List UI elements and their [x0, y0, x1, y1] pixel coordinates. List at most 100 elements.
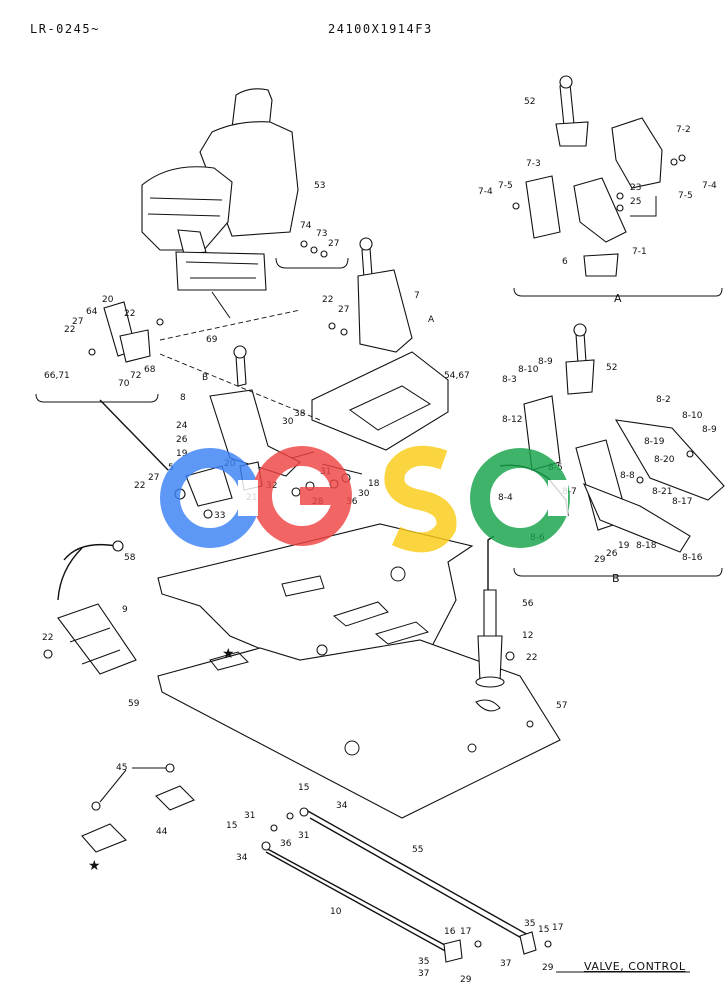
callout: 7-4: [478, 187, 493, 197]
callout: 35: [418, 957, 429, 967]
group-a-label: A: [614, 292, 622, 305]
plates-44-45: [81, 763, 195, 853]
rods: [261, 807, 690, 973]
callout: 22: [526, 653, 537, 663]
callout: 29: [460, 975, 472, 985]
callout: 7-2: [676, 125, 691, 135]
watermark-letter-s: [384, 445, 457, 553]
detail-b: [499, 323, 725, 577]
callout: 27: [148, 473, 159, 483]
callout: 34: [236, 853, 248, 863]
callout: 26: [606, 549, 618, 559]
callout: 8-18: [636, 541, 657, 551]
callout: 19: [618, 541, 630, 551]
callout: 36: [280, 839, 292, 849]
callout: 30: [282, 417, 294, 427]
callout: 52: [606, 363, 617, 373]
callout: 8-12: [502, 415, 522, 425]
callout: 35: [524, 919, 535, 929]
watermark-c2-gap: [548, 480, 568, 516]
header-left-code: LR-0245~: [30, 22, 100, 36]
callout: 22: [42, 633, 53, 643]
callout: 37: [500, 959, 511, 969]
callout: A: [428, 315, 435, 325]
callout: 64: [86, 307, 98, 317]
callout: 36: [346, 497, 358, 507]
footer-title: VALVE, CONTROL: [584, 960, 686, 973]
watermark-logo: [160, 445, 570, 553]
callout: 19: [176, 449, 188, 459]
callout: 22: [322, 295, 333, 305]
callout: 22: [124, 309, 135, 319]
callout: 73: [316, 229, 327, 239]
callout: 9: [122, 605, 128, 615]
callout: 45: [116, 763, 127, 773]
star-marker: ★: [88, 858, 101, 874]
callout: 57: [556, 701, 567, 711]
drawing-number: 24100X1914F3: [328, 22, 433, 36]
callout: 15: [226, 821, 237, 831]
callout: 27: [328, 239, 339, 249]
callout: 10: [330, 907, 342, 917]
callout: 52: [524, 97, 535, 107]
callout: 16: [444, 927, 456, 937]
callout: 7-5: [678, 191, 693, 201]
callout: 29: [542, 963, 554, 973]
callout: 58: [124, 553, 136, 563]
callout: 33: [214, 511, 225, 521]
callout: 56: [522, 599, 534, 609]
callout: 12: [522, 631, 533, 641]
callout: 66,71: [44, 371, 70, 381]
callout: 68: [144, 365, 156, 375]
callout: 8-2: [656, 395, 671, 405]
callout: 74: [300, 221, 312, 231]
callout: 25: [630, 197, 641, 207]
callout: 8-8: [620, 471, 635, 481]
callout: 7-3: [526, 159, 541, 169]
callout: 53: [314, 181, 325, 191]
callout: 17: [552, 923, 563, 933]
lock-assembly: [35, 301, 169, 471]
star-marker: ★: [222, 646, 235, 662]
callout: 15: [538, 925, 549, 935]
callout: 8-16: [682, 553, 703, 563]
operator-seat: [141, 88, 299, 319]
callout: 6: [562, 257, 568, 267]
callout: 8: [180, 393, 186, 403]
callout: 44: [156, 827, 168, 837]
callout: 27: [72, 317, 83, 327]
callout: 8-10: [682, 411, 703, 421]
callout: 31: [244, 811, 255, 821]
callout: 7-5: [498, 181, 513, 191]
callout: 8-17: [672, 497, 692, 507]
callout: B: [202, 373, 208, 383]
callout: 29: [594, 555, 606, 565]
callout: 70: [118, 379, 130, 389]
callout: 23: [630, 183, 641, 193]
callout: 7-4: [702, 181, 717, 191]
group-b-label: B: [612, 572, 620, 585]
callout: 7: [414, 291, 420, 301]
callout: 17: [460, 927, 471, 937]
callout: 8-10: [518, 365, 539, 375]
pedal-12: [475, 535, 515, 688]
callout: 31: [298, 831, 309, 841]
callout: 15: [298, 783, 309, 793]
callout: 18: [368, 479, 380, 489]
callout: 55: [412, 845, 423, 855]
callout: 8-4: [498, 493, 513, 503]
callout: 30: [358, 489, 370, 499]
callout: 59: [128, 699, 140, 709]
callout: 8-9: [538, 357, 553, 367]
callout: 54,67: [444, 371, 470, 381]
callout: 37: [418, 969, 429, 979]
callout: 38: [294, 409, 306, 419]
callout: 8-20: [654, 455, 675, 465]
callout: 72: [130, 371, 141, 381]
callout: 34: [336, 801, 348, 811]
detail-a: [512, 75, 723, 297]
callout: 20: [102, 295, 114, 305]
callout: 27: [338, 305, 349, 315]
callout: 8-3: [502, 375, 517, 385]
